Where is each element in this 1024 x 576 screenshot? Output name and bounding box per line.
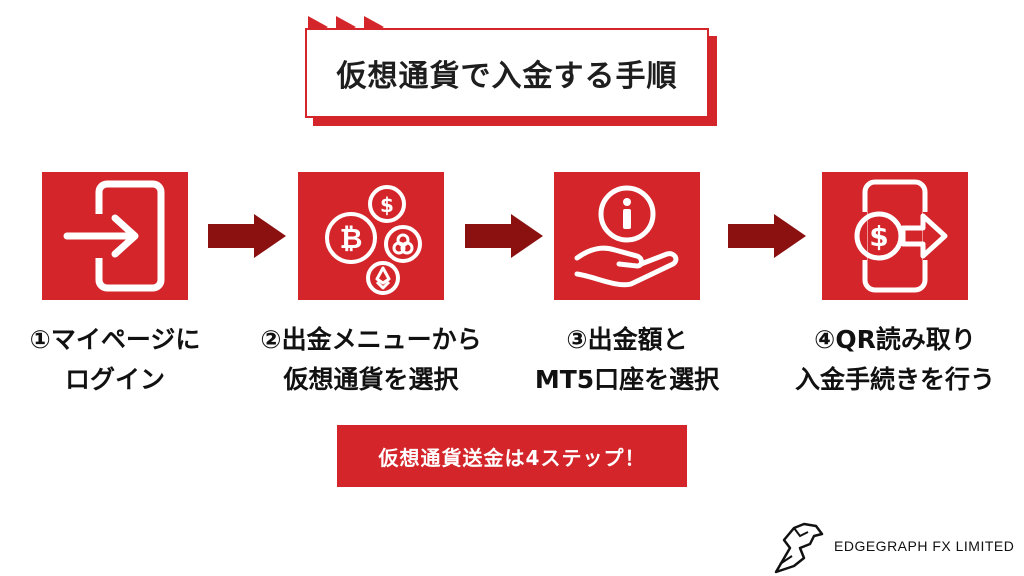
step-2-box: ₿ $	[298, 172, 444, 300]
brand-name: EDGEGRAPH FX LIMITED	[834, 538, 1015, 554]
title-box: 仮想通貨で入金する手順	[305, 28, 709, 118]
info-hand-icon	[574, 185, 679, 288]
step-4-line-2: 入金手続きを行う	[794, 365, 995, 394]
step-4-caption: ④QR読み取り 入金手続きを行う	[760, 320, 1024, 400]
qr-payment-icon: $	[854, 179, 948, 293]
brand: EDGEGRAPH FX LIMITED	[770, 516, 1014, 576]
svg-text:$: $	[869, 220, 888, 253]
svg-text:₿: ₿	[340, 222, 363, 255]
step-3-line-2: MT5口座を選択	[534, 365, 720, 394]
arrow-right-icon	[208, 214, 286, 258]
step-1-line-2: ログイン	[64, 365, 165, 394]
step-1-caption: ①マイページに ログイン	[0, 320, 250, 400]
step-2-line-2: 仮想通貨を選択	[283, 365, 459, 394]
step-3-line-1: ③出金額と	[566, 325, 688, 354]
step-1-line-1: ①マイページに	[29, 325, 201, 354]
login-icon	[63, 180, 165, 292]
crypto-coins-icon: ₿ $	[325, 185, 422, 295]
arrow-right-icon	[728, 214, 806, 258]
step-2-line-1: ②出金メニューから	[260, 325, 482, 354]
summary-banner: 仮想通貨送金は4ステップ！	[337, 425, 687, 487]
step-2-caption: ②出金メニューから 仮想通貨を選択	[236, 320, 506, 400]
horse-head-logo-icon	[774, 522, 824, 574]
step-3-box	[554, 172, 700, 300]
step-4-box: $	[822, 172, 968, 300]
step-4-line-1: ④QR読み取り	[814, 325, 976, 354]
step-3-caption: ③出金額と MT5口座を選択	[492, 320, 762, 400]
svg-text:$: $	[380, 193, 394, 217]
page-title: 仮想通貨で入金する手順	[336, 59, 678, 94]
arrow-right-icon	[465, 214, 543, 258]
step-1-box	[42, 172, 188, 300]
